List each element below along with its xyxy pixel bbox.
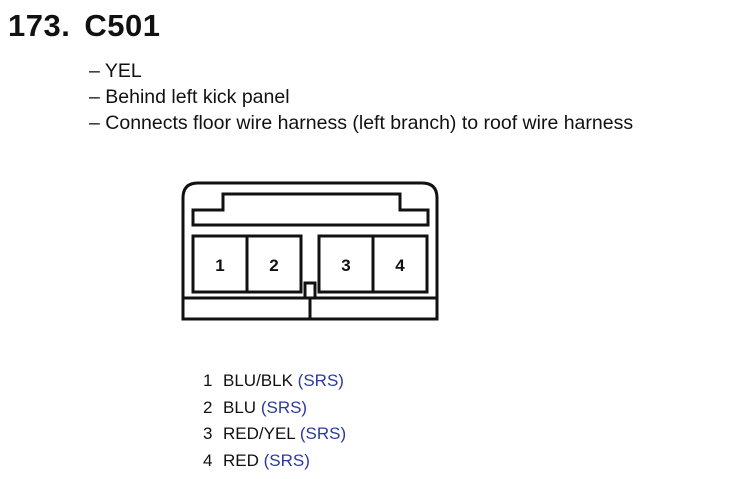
cavity-2 <box>245 234 303 294</box>
pin-label-3: 3 <box>341 256 350 275</box>
cavity-4 <box>371 234 429 294</box>
pin-row: 3 RED/YEL (SRS) <box>203 421 346 448</box>
pin-wire: BLU <box>223 397 257 417</box>
pin-number: 2 <box>203 397 213 417</box>
pin-row: 4 RED (SRS) <box>203 448 346 475</box>
pin-system: (SRS) <box>263 450 310 470</box>
pin-label-4: 4 <box>395 256 405 275</box>
pin-number: 3 <box>203 424 213 443</box>
pin-wire: BLU/BLK <box>223 371 293 390</box>
connector-index: 173. <box>8 8 71 43</box>
pin-wire: RED/YEL <box>223 424 296 443</box>
pin-system: (SRS) <box>260 397 308 417</box>
connector-code: C501 <box>84 8 161 43</box>
connector-key <box>303 281 317 300</box>
pin-number: 1 <box>203 371 213 390</box>
detail-location: – Behind left kick panel <box>89 86 290 108</box>
connector-diagram: 1 2 3 4 <box>181 181 439 321</box>
connector-details: – YEL – Behind left kick panel – Connect… <box>89 58 633 136</box>
detail-connects: – Connects floor wire harness (left bran… <box>89 112 634 134</box>
connector-heading: 173. C501 <box>8 6 160 46</box>
pin-number: 4 <box>203 450 213 470</box>
pin-row: 1 BLU/BLK (SRS) <box>203 368 346 395</box>
connector-latch <box>191 192 430 227</box>
connector-housing <box>181 181 439 306</box>
pin-label-1: 1 <box>215 256 224 275</box>
pin-label-2: 2 <box>269 256 278 275</box>
pin-system: (SRS) <box>299 424 347 443</box>
pin-wire: RED <box>223 450 259 470</box>
detail-color: – YEL <box>89 60 142 82</box>
pin-system: (SRS) <box>297 371 344 390</box>
pin-row: 2 BLU (SRS) <box>203 395 346 422</box>
pin-list: 1 BLU/BLK (SRS) 2 BLU (SRS) 3 RED/YEL (SRS)… <box>203 368 346 474</box>
